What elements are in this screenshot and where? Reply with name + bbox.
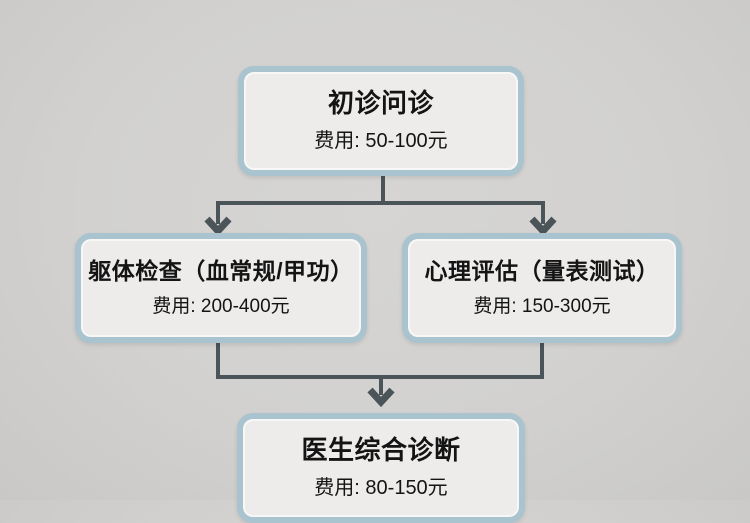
node-fee: 费用: 150-300元 (473, 295, 611, 317)
node-initial-consultation: 初诊问诊 费用: 50-100元 (238, 66, 524, 176)
node-title: 医生综合诊断 (301, 435, 461, 466)
node-title: 心理评估（量表测试） (424, 258, 660, 285)
node-fee: 费用: 200-400元 (152, 295, 290, 317)
arrow-down-icon (367, 387, 395, 408)
node-final-diagnosis: 医生综合诊断 费用: 80-150元 (237, 413, 525, 523)
node-psych-assessment: 心理评估（量表测试） 费用: 150-300元 (402, 233, 682, 343)
arrow-down-icon (204, 216, 232, 237)
node-fee: 费用: 50-100元 (314, 129, 448, 152)
node-title: 躯体检查（血常规/甲功） (88, 258, 354, 285)
flowchart-canvas: 初诊问诊 费用: 50-100元 躯体检查（血常规/甲功） 费用: 200-40… (75, 66, 682, 523)
arrow-down-icon (529, 216, 557, 237)
node-title: 初诊问诊 (327, 88, 434, 119)
node-physical-exam: 躯体检查（血常规/甲功） 费用: 200-400元 (75, 233, 367, 343)
node-fee: 费用: 80-150元 (314, 476, 448, 499)
